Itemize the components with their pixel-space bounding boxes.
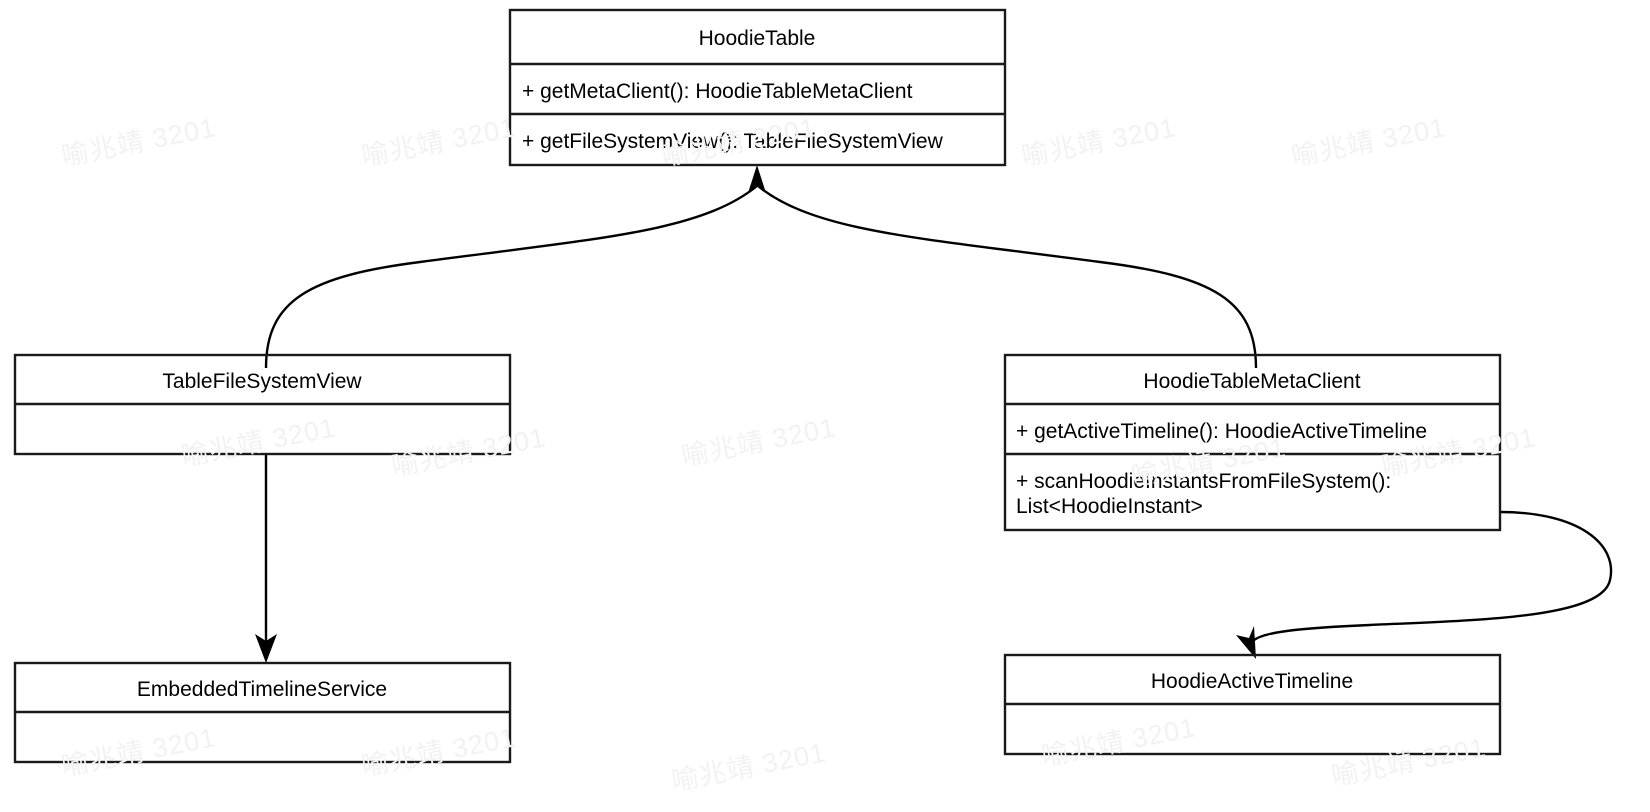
- arrowhead-into-hoodietable-icon: [748, 165, 766, 193]
- class-member: + getActiveTimeline(): HoodieActiveTimel…: [1016, 420, 1427, 443]
- class-box-embedded-timeline-service[interactable]: EmbeddedTimelineService: [13, 661, 512, 764]
- class-member: + getFileSystemView(): TableFileSystemVi…: [522, 130, 944, 153]
- arrowhead-into-activetimeline-icon: [1236, 626, 1256, 659]
- class-box-hoodie-table-meta-client[interactable]: HoodieTableMetaClient + getActiveTimelin…: [1003, 353, 1502, 532]
- class-box-table-file-system-view[interactable]: TableFileSystemView: [13, 353, 512, 456]
- class-box-hoodie-table[interactable]: HoodieTable + getMetaClient(): HoodieTab…: [508, 8, 1007, 167]
- class-box-hoodie-active-timeline[interactable]: HoodieActiveTimeline: [1003, 653, 1502, 756]
- class-title: EmbeddedTimelineService: [137, 678, 387, 701]
- class-title: TableFileSystemView: [162, 370, 362, 393]
- class-member-line1: + scanHoodieInstantsFromFileSystem():: [1016, 470, 1391, 493]
- class-title: HoodieActiveTimeline: [1151, 670, 1353, 693]
- edge-metaclient-to-hoodietable: [757, 185, 1258, 369]
- class-member-line2: List<HoodieInstant>: [1016, 495, 1203, 518]
- class-member: + getMetaClient(): HoodieTableMetaClient: [522, 80, 913, 103]
- class-box-outline: [508, 8, 1007, 167]
- edge-metaclient-to-activetimeline: [1252, 510, 1613, 642]
- class-box-outline: [1003, 353, 1502, 532]
- arrowhead-into-embeddedtimelineservice-icon: [255, 634, 277, 663]
- class-title: HoodieTable: [699, 27, 816, 50]
- edges-group: [255, 165, 1613, 663]
- class-title: HoodieTableMetaClient: [1143, 370, 1360, 393]
- edge-tablefilesystemview-to-hoodietable: [264, 185, 758, 369]
